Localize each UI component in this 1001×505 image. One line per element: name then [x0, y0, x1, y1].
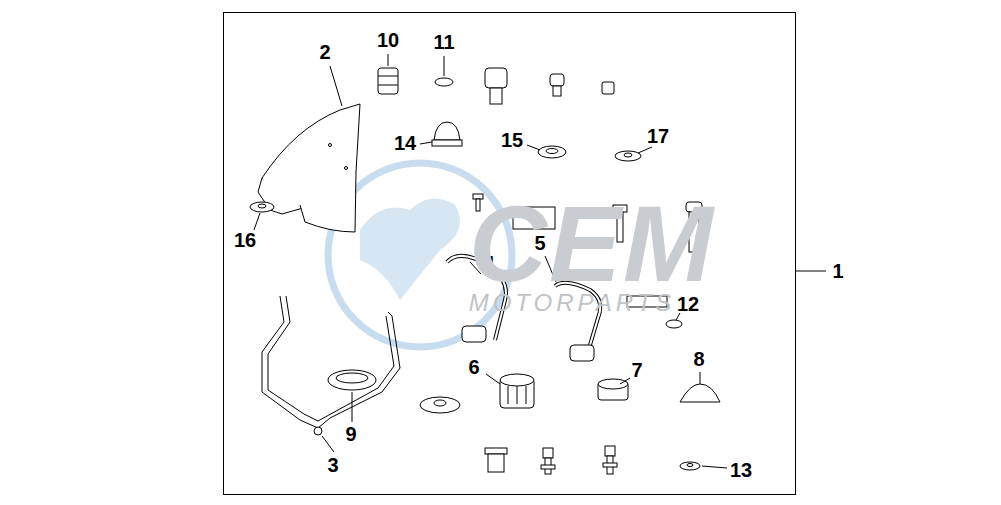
- kit-frame: [224, 13, 796, 495]
- leader-line: [796, 271, 826, 272]
- callout-number: 10: [377, 30, 399, 50]
- callout-number: 2: [319, 42, 330, 62]
- watermark-text: CEM: [469, 190, 715, 298]
- callout-number: 11: [433, 32, 454, 52]
- watermark-map: [360, 199, 460, 300]
- callout-number: 8: [693, 349, 704, 369]
- leader-lines: [254, 54, 727, 468]
- watermark-text: MOTORPARTS: [469, 291, 676, 315]
- callout-number: 9: [345, 424, 356, 444]
- callout-number: 16: [234, 230, 256, 250]
- parts: [250, 68, 720, 474]
- callout-number: 15: [501, 130, 523, 150]
- callout-number: 17: [647, 126, 669, 146]
- callout-number: 7: [631, 360, 642, 380]
- callout-number: 1: [832, 261, 843, 281]
- callout-number: 3: [327, 455, 338, 475]
- callout-number: 6: [468, 357, 479, 377]
- callout-number: 14: [394, 133, 416, 153]
- callout-number: 13: [730, 460, 752, 480]
